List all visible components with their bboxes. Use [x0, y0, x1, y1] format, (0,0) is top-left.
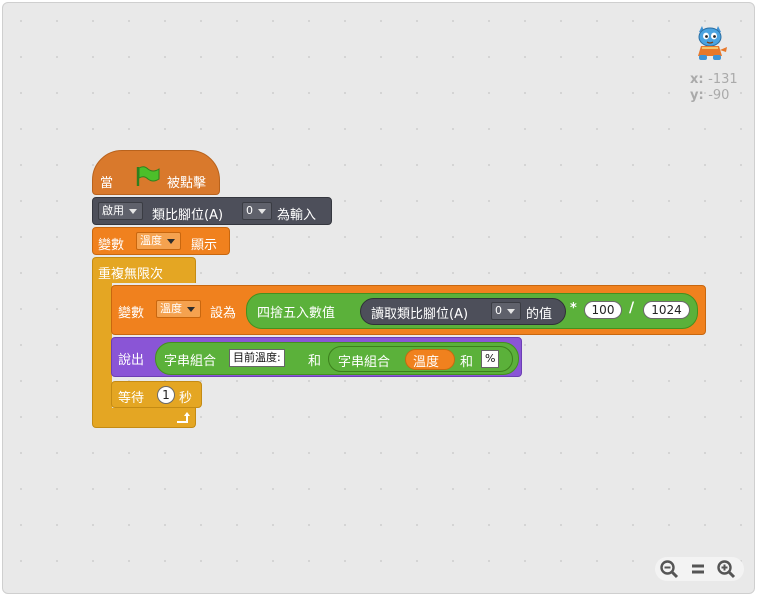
as-input-label: 為輸入: [277, 208, 317, 223]
x-value: -131: [708, 72, 738, 87]
wait-label: 等待: [118, 391, 145, 406]
and-label: 和: [460, 355, 474, 370]
read-analog-label: 讀取類比腳位(A): [371, 307, 469, 322]
forever-block-bottom: [92, 408, 196, 428]
green-flag-icon: [135, 165, 161, 191]
forever-label: 重複無限次: [98, 267, 164, 282]
current-temp-string-input[interactable]: 目前溫度:: [229, 349, 285, 367]
sprite-thumbnail-icon: [690, 20, 730, 62]
loop-arrow-icon: [175, 410, 191, 429]
multiply-operator: *: [570, 301, 577, 316]
join-label: 字串組合: [164, 354, 217, 369]
variable-dropdown[interactable]: 溫度: [156, 300, 201, 318]
enable-analog-pin-block[interactable]: 啟用 類比腳位(A) 0 為輸入: [92, 197, 332, 225]
percent-string-input[interactable]: %: [481, 350, 500, 368]
and-label: 和: [308, 354, 322, 369]
temperature-variable-reporter[interactable]: 溫度: [405, 349, 455, 370]
divisor-input[interactable]: 1024: [643, 301, 690, 319]
round-label: 四捨五入數值: [257, 306, 336, 321]
pin-dropdown[interactable]: 0: [242, 202, 272, 220]
zoom-reset-button[interactable]: [688, 559, 708, 579]
show-variable-block[interactable]: 變數 溫度 顯示: [92, 227, 230, 255]
pin-dropdown[interactable]: 0: [491, 302, 521, 320]
analog-pin-label: 類比腳位(A): [152, 208, 224, 223]
when-flag-clicked-block[interactable]: 當 被點擊: [92, 150, 220, 195]
zoom-out-icon: [660, 560, 679, 579]
say-block[interactable]: 說出 字串組合 目前溫度: 和 字串組合 溫度 和 %: [111, 337, 522, 377]
forever-arm: [92, 282, 112, 410]
clicked-label: 被點擊: [167, 176, 207, 191]
multiplier-input[interactable]: 100: [584, 301, 622, 319]
wait-block[interactable]: 等待 1 秒: [111, 381, 202, 408]
sprite-coordinates: x: -131 y: -90: [690, 72, 738, 104]
variable-dropdown[interactable]: 溫度: [136, 232, 181, 250]
forever-block[interactable]: 重複無限次: [92, 257, 196, 283]
divide-operator: /: [629, 300, 635, 316]
read-analog-reporter[interactable]: 讀取類比腳位(A) 0 的值: [360, 298, 566, 325]
when-label: 當: [100, 176, 114, 191]
y-value: -90: [708, 88, 730, 103]
variable-name: 溫度: [413, 355, 440, 370]
round-reporter[interactable]: 四捨五入數值 讀取類比腳位(A) 0 的值 * 100 / 1024: [246, 293, 698, 329]
join-reporter-outer[interactable]: 字串組合 目前溫度: 和 字串組合 溫度 和 %: [155, 342, 519, 375]
equals-icon: [692, 564, 704, 574]
enable-dropdown[interactable]: 啟用: [98, 202, 143, 220]
x-label: x:: [690, 72, 704, 87]
seconds-input[interactable]: 1: [157, 386, 175, 404]
variable-label: 變數: [118, 306, 145, 321]
variable-label: 變數: [98, 238, 125, 253]
zoom-in-icon: [717, 560, 736, 579]
y-label: y:: [690, 88, 704, 103]
join-reporter-inner[interactable]: 字串組合 溫度 和 %: [328, 346, 513, 372]
show-label: 顯示: [191, 238, 218, 253]
join-label: 字串組合: [338, 355, 391, 370]
value-of-label: 的值: [526, 307, 553, 322]
set-variable-block[interactable]: 變數 溫度 設為 四捨五入數值 讀取類比腳位(A) 0 的值 * 100 / 1…: [111, 285, 706, 335]
zoom-in-button[interactable]: [716, 559, 736, 579]
seconds-unit-label: 秒: [179, 391, 193, 406]
zoom-out-button[interactable]: [659, 559, 679, 579]
set-to-label: 設為: [210, 306, 237, 321]
say-label: 說出: [118, 353, 145, 368]
